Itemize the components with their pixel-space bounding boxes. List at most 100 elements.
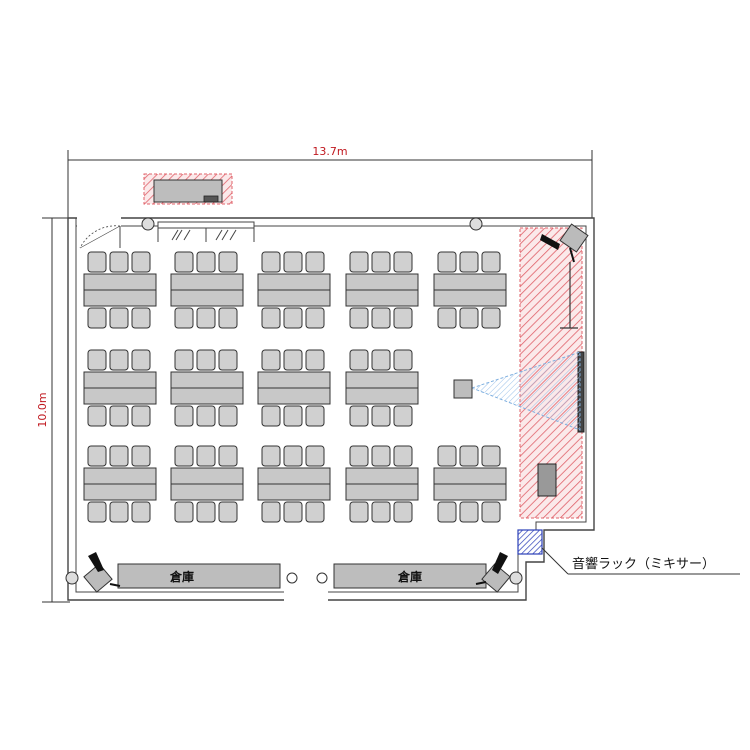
table-group <box>170 251 244 329</box>
chair <box>349 349 369 371</box>
chair <box>261 349 281 371</box>
chair <box>393 445 413 467</box>
chair <box>261 501 281 523</box>
table <box>345 289 419 307</box>
table-group <box>345 349 419 427</box>
width-dimension: 13.7m <box>67 145 593 218</box>
chair <box>305 405 325 427</box>
top-counter <box>143 173 233 205</box>
chair <box>393 501 413 523</box>
chair <box>131 251 151 273</box>
chair <box>218 405 238 427</box>
chair <box>196 405 216 427</box>
chair <box>218 445 238 467</box>
chair <box>437 307 457 329</box>
chair <box>459 445 479 467</box>
table <box>345 273 419 291</box>
table-group <box>433 445 507 523</box>
chair <box>196 251 216 273</box>
height-dimension-label: 10.0m <box>36 392 49 427</box>
chair <box>196 501 216 523</box>
chair <box>349 405 369 427</box>
chair <box>109 445 129 467</box>
chair <box>283 445 303 467</box>
chair <box>283 307 303 329</box>
storage-left: 倉庫 <box>117 563 281 589</box>
table <box>345 467 419 485</box>
chair <box>371 501 391 523</box>
table <box>433 467 507 485</box>
table-group <box>433 251 507 329</box>
table <box>345 371 419 389</box>
chair <box>131 501 151 523</box>
table <box>433 289 507 307</box>
table-group <box>170 349 244 427</box>
stage-speaker-icon <box>540 223 589 263</box>
chair <box>196 445 216 467</box>
ceiling-speakers <box>65 217 523 585</box>
chair <box>481 445 501 467</box>
chair <box>218 307 238 329</box>
chair <box>261 445 281 467</box>
chair <box>459 307 479 329</box>
wall-rack <box>157 221 255 242</box>
table <box>83 371 157 389</box>
chair <box>109 405 129 427</box>
chair <box>131 307 151 329</box>
chair <box>87 405 107 427</box>
table-group <box>83 251 157 329</box>
chair <box>109 349 129 371</box>
chair <box>174 251 194 273</box>
chair <box>481 307 501 329</box>
chair <box>87 251 107 273</box>
chair <box>109 501 129 523</box>
chair <box>393 349 413 371</box>
chair <box>131 349 151 371</box>
chair <box>131 405 151 427</box>
storage-right-label: 倉庫 <box>397 569 422 584</box>
chair <box>349 501 369 523</box>
storage-left-label: 倉庫 <box>169 569 194 584</box>
seating-layout <box>83 251 507 523</box>
chair <box>371 251 391 273</box>
chair <box>218 349 238 371</box>
table <box>257 387 331 405</box>
chair <box>283 251 303 273</box>
width-dimension-label: 13.7m <box>312 145 347 158</box>
table <box>83 483 157 501</box>
table <box>83 467 157 485</box>
table-group <box>83 445 157 523</box>
chair <box>349 307 369 329</box>
chair <box>196 307 216 329</box>
chair <box>305 349 325 371</box>
chair <box>283 501 303 523</box>
chair <box>87 445 107 467</box>
height-dimension: 10.0m <box>36 217 70 603</box>
table <box>170 289 244 307</box>
chair <box>261 251 281 273</box>
chair <box>218 501 238 523</box>
chair <box>459 251 479 273</box>
chair <box>218 251 238 273</box>
chair <box>109 307 129 329</box>
table <box>83 273 157 291</box>
chair <box>174 405 194 427</box>
table-group <box>345 251 419 329</box>
chair <box>371 349 391 371</box>
chair <box>349 445 369 467</box>
chair <box>87 349 107 371</box>
table <box>170 467 244 485</box>
bottom-left-speaker-icon <box>83 552 121 593</box>
audio-rack-label: 音響ラック（ミキサー） <box>572 556 715 572</box>
chair <box>87 501 107 523</box>
chair <box>174 349 194 371</box>
table <box>170 483 244 501</box>
chair <box>261 307 281 329</box>
table-group <box>345 445 419 523</box>
chair <box>393 405 413 427</box>
chair <box>481 251 501 273</box>
table <box>257 371 331 389</box>
chair <box>283 405 303 427</box>
chair <box>174 307 194 329</box>
